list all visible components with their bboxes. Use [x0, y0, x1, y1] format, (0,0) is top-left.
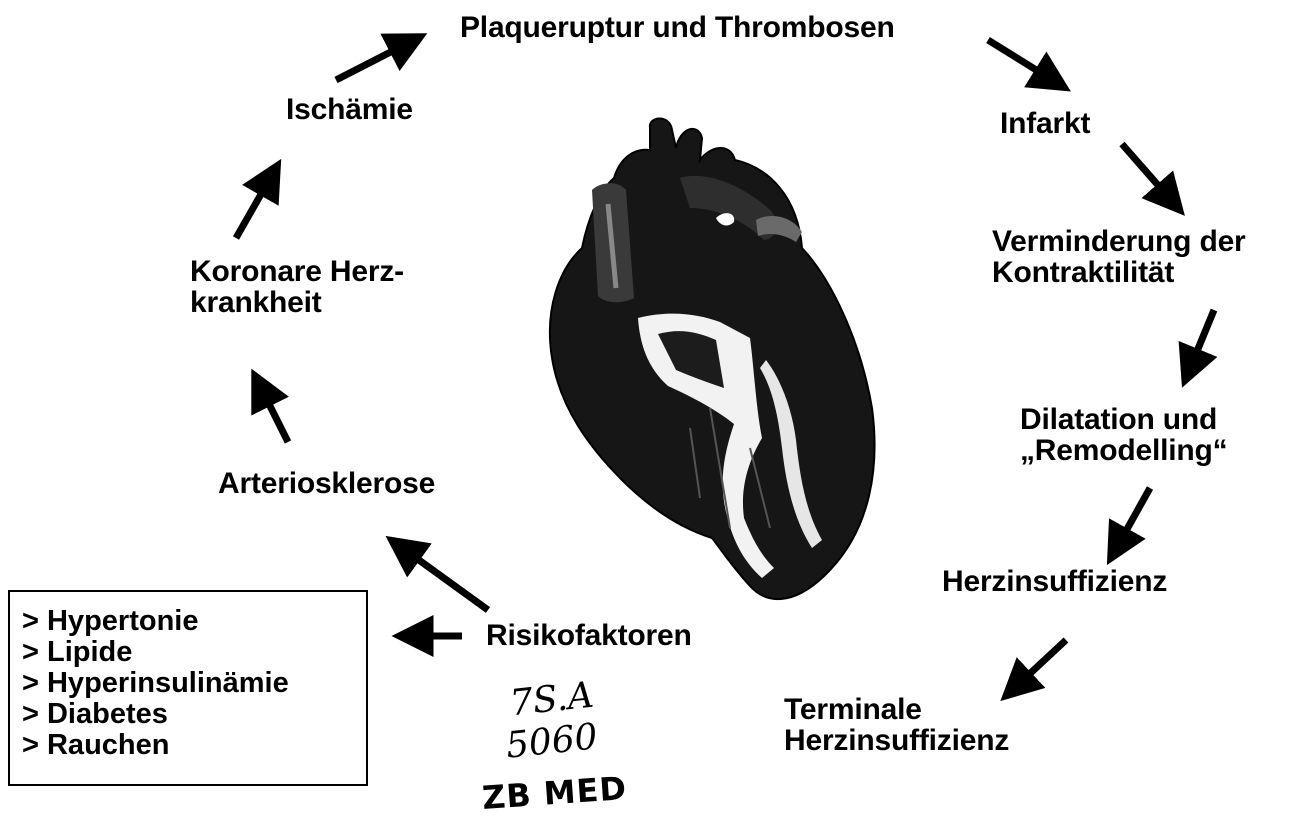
risikofaktoren-label: Risikofaktoren: [486, 620, 692, 651]
khk-line-2: krankheit: [190, 287, 404, 318]
arrow-dilatation-to-herzinsuffizienz: [1112, 488, 1150, 556]
dilatation-line-1: Dilatation und: [1020, 404, 1227, 435]
risk-factor-box: > Hypertonie > Lipide > Hyperinsulinämie…: [8, 590, 368, 786]
risk-factor-item: > Lipide: [22, 637, 366, 668]
handwritten-note-line-2: 5060: [504, 719, 599, 764]
arrow-infarkt-to-kontraktilitaet: [1122, 144, 1178, 208]
kontraktilitaet-line-2: Kontraktilität: [992, 257, 1246, 288]
kontraktilitaet-line-1: Verminderung der: [992, 226, 1246, 257]
dilatation-line-2: „Remodelling“: [1020, 435, 1227, 466]
herzinsuffizienz-label: Herzinsuffizienz: [942, 566, 1167, 597]
arrow-risiko-to-arteriosklerose: [394, 542, 488, 610]
terminal-label: Terminale Herzinsuffizienz: [784, 694, 1009, 756]
terminal-line-1: Terminale: [784, 694, 1009, 725]
arrow-plaque-to-infarkt: [988, 40, 1062, 86]
handwritten-note-line-1: 7S.A: [508, 678, 595, 723]
dilatation-label: Dilatation und „Remodelling“: [1020, 404, 1227, 466]
ischaemie-label: Ischämie: [286, 94, 413, 125]
arrow-kontraktilitaet-to-dilatation: [1186, 310, 1214, 378]
risk-factor-list: > Hypertonie > Lipide > Hyperinsulinämie…: [10, 592, 366, 761]
risk-factor-item: > Rauchen: [22, 730, 366, 761]
kontraktilitaet-label: Verminderung der Kontraktilität: [992, 226, 1246, 288]
arteriosklerose-label: Arteriosklerose: [218, 468, 435, 499]
risk-factor-item: > Hyperinsulinämie: [22, 668, 366, 699]
arrow-arteriosklerose-to-khk: [256, 378, 288, 442]
risk-factor-item: > Hypertonie: [22, 606, 366, 637]
arrow-khk-to-ischaemie: [236, 168, 276, 238]
risk-factor-item: > Diabetes: [22, 699, 366, 730]
infarkt-label: Infarkt: [1000, 108, 1090, 139]
khk-line-1: Koronare Herz-: [190, 256, 404, 287]
plaque-label: Plaqueruptur und Thrombosen: [460, 12, 895, 43]
heart-illustration: [530, 108, 880, 608]
arrow-ischaemie-to-plaque: [336, 38, 418, 80]
arrow-herzinsuffizienz-to-terminal: [1008, 640, 1066, 694]
khk-label: Koronare Herz- krankheit: [190, 256, 404, 318]
terminal-line-2: Herzinsuffizienz: [784, 725, 1009, 756]
